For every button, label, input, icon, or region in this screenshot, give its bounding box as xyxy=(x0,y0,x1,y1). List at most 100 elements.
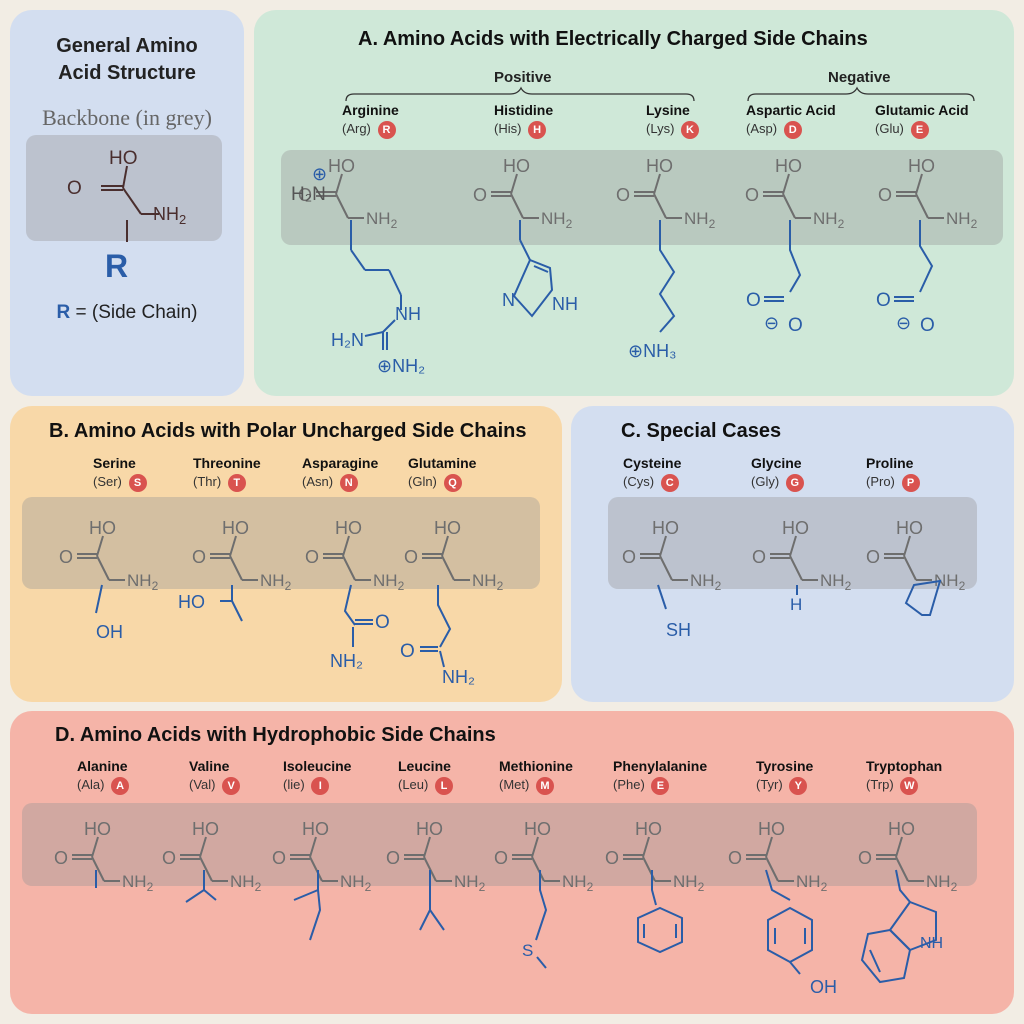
aa-code-badge: C xyxy=(660,473,679,492)
hydroxyl-label: HO xyxy=(109,148,138,169)
glycine-side-chain: H xyxy=(790,585,802,614)
backbone-fragment: HO O NH2 xyxy=(878,156,978,231)
aa-name: Arginine xyxy=(342,102,399,118)
his-nh-label: NH xyxy=(552,294,578,314)
aa-name: Glycine xyxy=(751,455,802,471)
gln-nh2-label: NH₂ xyxy=(442,667,475,687)
aa-abbr: (Thr) xyxy=(193,474,222,489)
aa-name: Aspartic Acid xyxy=(746,102,836,118)
oxygen-label: O xyxy=(878,185,892,205)
r-group-label: R xyxy=(105,248,128,284)
oxygen-label: O xyxy=(752,547,766,567)
general-title: General Amino Acid Structure xyxy=(10,33,244,87)
general-structure-panel xyxy=(10,10,244,396)
aa-name: Tryptophan xyxy=(866,758,943,774)
aa-code-badge: D xyxy=(783,120,802,139)
aa-label-isoleucine: Isoleucine(lie) I xyxy=(283,757,351,795)
amine-label: NH2 xyxy=(340,872,372,894)
asn-nh2-label: NH₂ xyxy=(330,651,363,671)
aa-label-asparagine: Asparagine(Asn) N xyxy=(302,454,378,492)
amine-label: NH2 xyxy=(153,204,186,227)
amine-label: NH2 xyxy=(122,872,154,894)
aa-code-badge: W xyxy=(900,776,919,795)
hydrophobic-panel xyxy=(10,711,1014,1014)
hydroxyl-label: HO xyxy=(222,518,249,538)
positive-bracket xyxy=(345,86,975,102)
aa-label-cysteine: Cysteine(Cys) C xyxy=(623,454,681,492)
thr-ho-label: HO xyxy=(178,592,205,612)
aa-code-badge: Q xyxy=(443,473,462,492)
aa-code-badge: P xyxy=(901,473,920,492)
lysine-side-chain: ⊕NH₃ xyxy=(628,220,676,361)
hydrophobic-backbone-band xyxy=(22,803,977,886)
aa-code-badge: Y xyxy=(789,776,808,795)
hydroxyl-label: HO xyxy=(434,518,461,538)
aa-abbr: (Asp) xyxy=(746,121,778,136)
oxygen-label: O xyxy=(162,848,176,868)
r-definition-r: R xyxy=(56,302,71,323)
aa-label-phenylalanine: Phenylalanine(Phe) E xyxy=(613,757,707,795)
arginine-side-chain: NH H₂N ⊕NH₂ xyxy=(331,220,425,376)
gly-h-label: H xyxy=(790,595,802,614)
aa-abbr: (Gly) xyxy=(751,474,780,489)
oxygen-label: O xyxy=(473,185,487,205)
aa-name: Threonine xyxy=(193,455,261,471)
asp-o-label: O xyxy=(746,290,761,311)
general-title-line2: Acid Structure xyxy=(58,62,196,84)
aa-abbr: (Glu) xyxy=(875,121,904,136)
amine-label: NH2 xyxy=(813,209,845,231)
aa-abbr: (Ala) xyxy=(77,777,105,792)
aa-name: Methionine xyxy=(499,758,573,774)
oxygen-label: O xyxy=(622,547,636,567)
aa-code-badge: R xyxy=(377,120,396,139)
aa-code-badge: A xyxy=(111,776,130,795)
asp-o2-label: O xyxy=(788,315,803,336)
aa-abbr: (Tyr) xyxy=(756,777,783,792)
aa-code-badge: K xyxy=(681,120,700,139)
asn-o-label: O xyxy=(375,612,390,633)
oxygen-label: O xyxy=(616,185,630,205)
aa-code-badge: L xyxy=(434,776,453,795)
aa-abbr: (Met) xyxy=(499,777,530,792)
aa-name: Serine xyxy=(93,455,136,471)
oxygen-label: O xyxy=(745,185,759,205)
his-n-label: N xyxy=(502,290,515,310)
r-definition-text: = (Side Chain) xyxy=(70,302,198,323)
hydroxyl-label: HO xyxy=(646,156,673,176)
hydroxyl-label: HO xyxy=(89,518,116,538)
amine-label: NH2 xyxy=(946,209,978,231)
ser-oh-label: OH xyxy=(96,622,123,642)
met-s-label: S xyxy=(522,941,533,960)
aa-code-badge: N xyxy=(339,473,358,492)
glutamic-acid-side-chain: O ⊖ O xyxy=(876,220,935,336)
aa-label-alanine: Alanine(Ala) A xyxy=(77,757,130,795)
aa-code-badge: T xyxy=(227,473,246,492)
amine-label: NH2 xyxy=(472,571,504,593)
oxygen-label: O xyxy=(605,848,619,868)
oxygen-label: O xyxy=(305,547,319,567)
oxygen-label: O xyxy=(728,848,742,868)
amine-label: NH2 xyxy=(820,571,852,593)
hydroxyl-label: HO xyxy=(908,156,935,176)
hydroxyl-label: HO xyxy=(782,518,809,538)
aa-abbr: (Pro) xyxy=(866,474,895,489)
aa-label-tyrosine: Tyrosine(Tyr) Y xyxy=(756,757,813,795)
asparagine-side-chain: O NH₂ xyxy=(330,584,390,671)
aa-name: Asparagine xyxy=(302,455,379,471)
aa-code-badge: V xyxy=(222,776,241,795)
hydroxyl-label: HO xyxy=(335,518,362,538)
aa-name: Leucine xyxy=(398,758,451,774)
lys-nh3-label: ⊕NH₃ xyxy=(628,341,676,361)
amine-label: NH2 xyxy=(127,571,159,593)
aa-code-badge: E xyxy=(910,120,929,139)
asp-minus-label: ⊖ xyxy=(764,313,779,333)
